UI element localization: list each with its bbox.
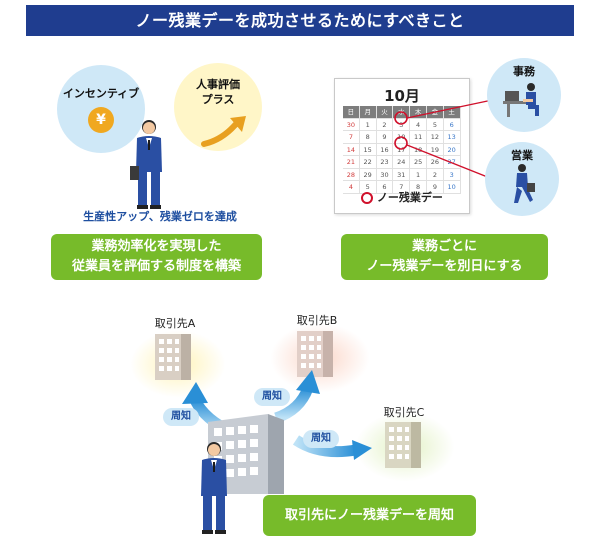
productivity-caption: 生産性アップ、残業ゼロを達成 [83,210,237,223]
calendar-day-cell: 25 [410,156,427,169]
calendar-day-cell: 19 [426,143,444,156]
calendar-day-cell: 6 [376,181,394,194]
calendar-day-cell: 29 [359,168,377,181]
calendar: 10月 日 月 火 水 木 金 土 3012345678910111213141… [334,78,470,214]
walking-salesman-icon [514,164,535,203]
calendar-day-cell: 16 [376,143,394,156]
calendar-day-cell: 9 [376,131,394,144]
hr-evaluation-label: 人事評価 プラス [196,78,240,106]
client-b-label: 取引先B [296,314,338,327]
legend-text: ノー残業デー [376,191,443,204]
calendar-day-cell: 15 [359,143,377,156]
calendar-day-cell: 13 [443,131,461,144]
calendar-day-cell: 10 [443,181,461,194]
calendar-day-header: 月 [359,106,377,119]
calendar-grid: 日 月 火 水 木 金 土 30123456789101112131415161… [343,106,461,194]
calendar-day-cell: 1 [359,118,377,131]
businessman-icon-bottom [201,442,227,534]
calendar-day-cell: 24 [393,156,411,169]
calendar-day-cell: 11 [410,131,427,144]
calendar-day-cell: 20 [443,143,461,156]
calendar-day-cell: 31 [393,168,411,181]
office-work-label: 事務 [513,65,535,78]
up-arrow-icon [201,116,246,147]
evaluation-system-banner: 業務効率化を実現した 従業員を評価する制度を構築 [51,234,262,280]
incentive-label: インセンティブ [62,86,140,100]
notice-badge-b: 周知 [254,388,290,406]
calendar-day-cell: 5 [426,118,444,131]
calendar-month: 10月 [384,87,420,105]
calendar-day-cell: 3 [443,168,461,181]
notice-badge-c: 周知 [303,430,339,448]
calendar-day-cell: 4 [410,118,427,131]
notify-clients-banner: 取引先にノー残業デーを周知 [263,495,476,536]
calendar-day-cell: 23 [376,156,394,169]
calendar-day-cell: 8 [410,181,427,194]
calendar-day-cell: 30 [376,168,394,181]
office-work-bubble: 事務 [487,58,561,132]
sales-label: 営業 [511,149,533,162]
separate-days-banner: 業務ごとに ノー残業デーを別日にする [341,234,548,280]
calendar-day-header: 火 [376,106,394,119]
calendar-day-cell: 14 [343,143,360,156]
sales-bubble: 営業 [485,142,559,216]
calendar-day-cell: 21 [343,156,360,169]
calendar-day-cell: 30 [343,118,360,131]
calendar-day-cell: 12 [426,131,444,144]
calendar-day-cell: 7 [393,181,411,194]
calendar-day-cell: 27 [443,156,461,169]
calendar-day-cell: 1 [410,168,427,181]
client-a-building-icon [155,334,191,380]
calendar-body: 3012345678910111213141516171819202122232… [343,118,461,194]
calendar-day-cell: 26 [426,156,444,169]
calendar-day-cell: 7 [343,131,360,144]
desk-worker-icon [503,83,539,117]
yen-symbol: ¥ [96,111,106,128]
calendar-day-cell: 4 [343,181,360,194]
calendar-legend: ノー残業デー [335,189,469,205]
calendar-day-cell: 6 [443,118,461,131]
page-title: ノー残業デーを成功させるためにすべきこと [26,5,574,36]
calendar-day-cell: 8 [359,131,377,144]
incentive-bubble: インセンティブ ¥ [57,65,145,153]
calendar-day-header: 日 [343,106,360,119]
calendar-day-cell: 22 [359,156,377,169]
calendar-day-cell: 9 [426,181,444,194]
client-c-label: 取引先C [383,406,425,419]
red-circle-icon [361,192,374,204]
calendar-day-cell: 2 [376,118,394,131]
client-b-building-icon [297,331,333,377]
client-c-building-icon [385,422,421,468]
calendar-day-cell: 2 [426,168,444,181]
calendar-day-cell: 28 [343,168,360,181]
businessman-icon [130,120,162,209]
client-a-label: 取引先A [154,317,196,330]
notice-badge-a: 周知 [163,408,199,426]
yen-coin-icon: ¥ [88,106,114,133]
